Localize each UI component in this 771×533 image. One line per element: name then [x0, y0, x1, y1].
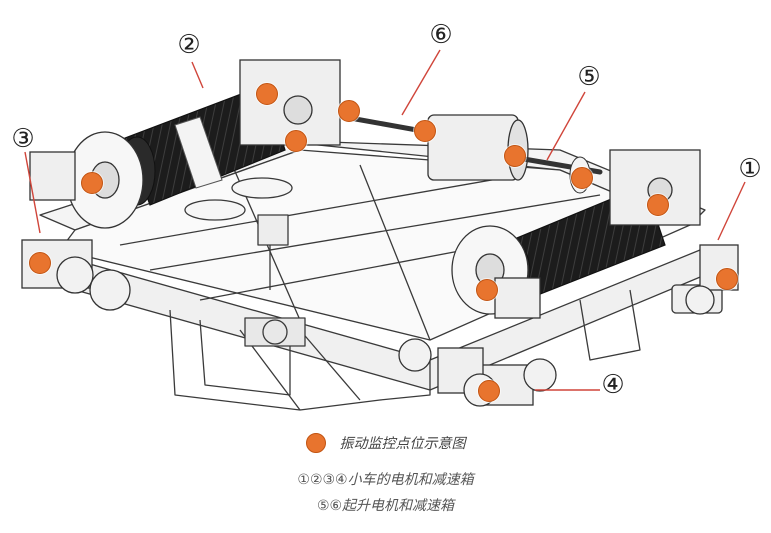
orange-dot-icon	[305, 433, 326, 453]
vibration-point	[81, 172, 103, 194]
callout-5: ⑤	[577, 62, 601, 92]
hook-hanger	[257, 214, 289, 246]
vibration-point	[647, 194, 669, 216]
vibration-point	[478, 380, 500, 402]
vibration-point	[338, 100, 360, 122]
vibration-point	[414, 120, 436, 142]
support-frame	[199, 319, 291, 396]
callout-3: ③	[11, 124, 35, 154]
callout-6: ⑥	[429, 20, 453, 50]
vibration-point	[716, 268, 738, 290]
cross-member	[149, 194, 601, 271]
wheel	[56, 256, 94, 294]
legend-line-2-text: ⑤⑥起升电机和减速箱	[316, 498, 455, 514]
callout-1: ①	[738, 154, 762, 184]
wheel	[523, 358, 557, 392]
vibration-point	[571, 167, 593, 189]
motor-box-right	[494, 277, 541, 319]
leader-2	[191, 61, 204, 89]
leader-1	[717, 181, 746, 241]
legend-line-2: ⑤⑥起升电机和减速箱	[0, 492, 771, 518]
cross-member	[359, 164, 431, 341]
support-frame	[579, 289, 641, 361]
vibration-point	[504, 145, 526, 167]
leader-5	[546, 91, 586, 161]
deck-sheave	[184, 199, 246, 221]
legend-line-1: ①②③④小车的电机和减速箱	[0, 466, 771, 492]
callout-4: ④	[601, 370, 625, 400]
motor-box-left	[29, 151, 76, 201]
vibration-point	[256, 83, 278, 105]
pulley-block-sheave	[262, 319, 288, 345]
hoist-motor	[427, 114, 519, 181]
vibration-point	[29, 252, 51, 274]
leader-3	[24, 151, 41, 234]
callout-2: ②	[177, 30, 201, 60]
support-frame	[299, 329, 361, 401]
vibration-point	[476, 279, 498, 301]
legend-line-1-text: ①②③④小车的电机和减速箱	[297, 472, 474, 488]
leader-6	[401, 49, 441, 116]
legend-title: 振动监控点位示意图	[339, 436, 466, 452]
deck-sheave	[231, 177, 293, 199]
legend: 振动监控点位示意图 ①②③④小车的电机和减速箱 ⑤⑥起升电机和减速箱	[0, 430, 771, 518]
wheel	[398, 338, 432, 372]
pulley-block	[244, 317, 306, 347]
support-frame	[169, 309, 431, 411]
wheel	[685, 285, 715, 315]
vibration-point	[285, 130, 307, 152]
callout-leaders	[24, 49, 746, 391]
legend-title-row: 振动监控点位示意图	[0, 430, 771, 456]
wheel	[89, 269, 131, 311]
cross-member	[119, 174, 521, 246]
